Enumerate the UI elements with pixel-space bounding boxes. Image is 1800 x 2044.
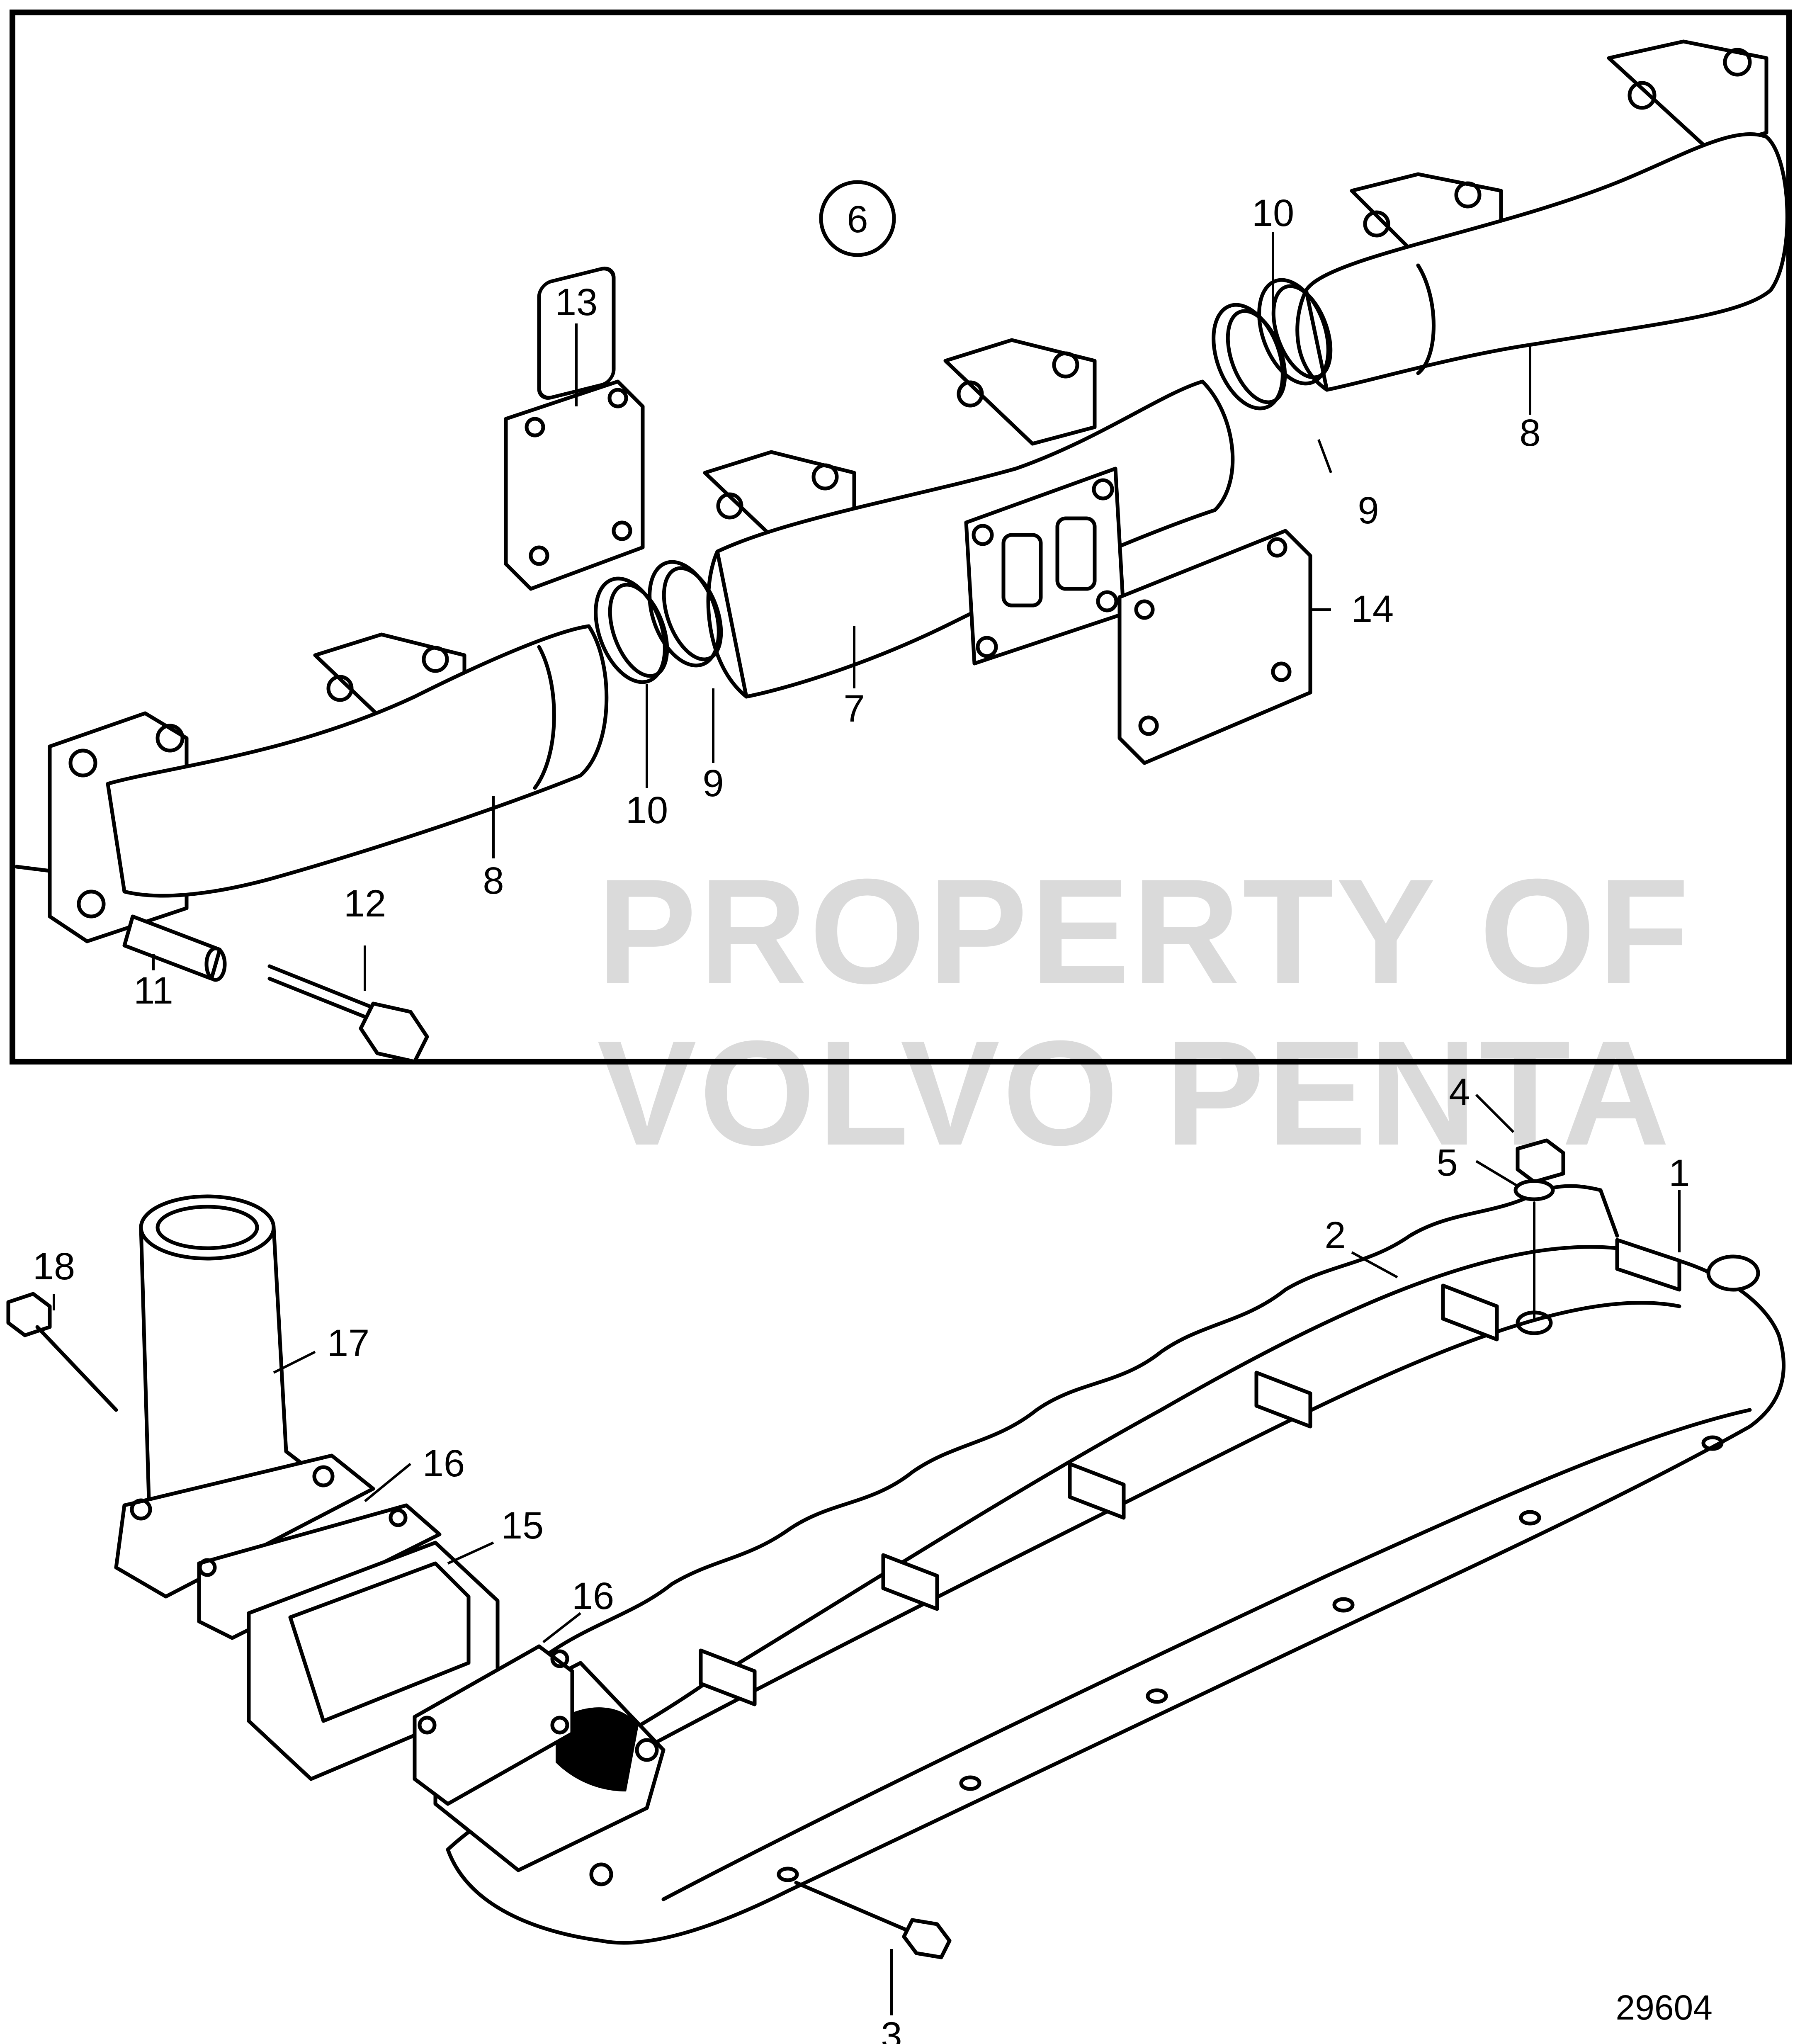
callout-3: 3 (881, 2015, 902, 2044)
group-frame (10, 10, 1792, 1065)
bolt-upper (267, 964, 429, 1064)
callout-4: 4 (1449, 1071, 1470, 1113)
seal-rings-lower (594, 560, 723, 684)
bolt-lower (794, 1881, 952, 1959)
callout-12: 12 (344, 882, 386, 925)
callout-11: 11 (134, 970, 173, 1012)
callout-5: 5 (1436, 1142, 1457, 1184)
upper-leader-lines (152, 232, 1531, 991)
callout-labels: 13 10 8 9 14 7 9 10 8 11 12 4 5 1 2 3 18… (33, 192, 1690, 2044)
callout-9-upper: 9 (1358, 489, 1379, 532)
watermark-line2: VOLVO PENTA (597, 1010, 1672, 1176)
callout-1: 1 (1669, 1152, 1690, 1194)
spacer-sleeve (122, 914, 227, 982)
seal-rings-upper (1212, 278, 1333, 411)
callout-10-upper: 10 (1252, 192, 1294, 234)
callout-17: 17 (327, 1322, 369, 1364)
callout-16-lower: 16 (572, 1575, 614, 1617)
elbow-pipe (114, 1194, 375, 1599)
main-manifold (433, 1238, 1785, 1945)
manifold-section-rear (1295, 39, 1789, 392)
bolt-elbow (6, 1292, 118, 1412)
plug (1516, 1138, 1565, 1184)
callout-13: 13 (555, 281, 598, 323)
group-marker-label: 6 (847, 198, 868, 241)
manifold-section-center (703, 338, 1235, 699)
gasket-16-lower (413, 1644, 574, 1806)
callout-8-front: 8 (483, 860, 504, 902)
lower-leader-lines (53, 1094, 1681, 2015)
gasket-14 (1117, 529, 1312, 765)
callout-9-lower: 9 (702, 762, 724, 804)
callout-10-lower: 10 (626, 789, 668, 831)
manifold-section-front (15, 624, 609, 943)
washer (1513, 1179, 1555, 1201)
watermark: PROPERTY OF VOLVO PENTA (597, 848, 1692, 1176)
callout-2: 2 (1324, 1214, 1346, 1257)
callout-8-rear: 8 (1519, 412, 1540, 454)
callout-18: 18 (33, 1245, 75, 1288)
group-marker: 6 (819, 180, 896, 257)
callout-16-upper: 16 (423, 1442, 465, 1485)
callout-14: 14 (1351, 588, 1394, 630)
long-gasket (529, 1184, 1619, 1669)
figure-number: 29604 (1615, 1988, 1713, 2027)
watermark-line1: PROPERTY OF (597, 848, 1692, 1015)
callout-7: 7 (843, 688, 865, 730)
callout-15: 15 (501, 1504, 544, 1547)
